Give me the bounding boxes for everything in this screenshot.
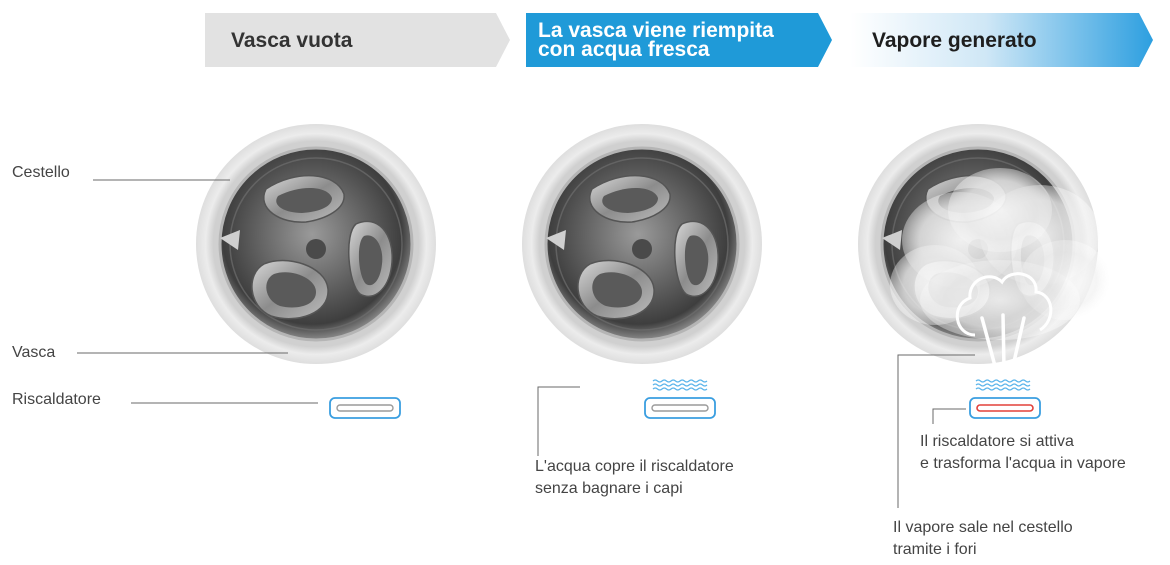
- step-banner-filling: La vasca viene riempita con acqua fresca: [526, 13, 832, 67]
- step-banner-steam: Vapore generato: [850, 13, 1153, 67]
- note-heater-on: Il riscaldatore si attiva e trasforma l'…: [920, 431, 1126, 475]
- leader-line: [537, 386, 580, 456]
- note-line: e trasforma l'acqua in vapore: [920, 455, 1126, 472]
- leader-line: [897, 354, 975, 508]
- note-line: Il vapore sale nel cestello: [893, 519, 1073, 536]
- heater-icon: [644, 397, 716, 419]
- steam-icon: [955, 272, 1053, 370]
- heater-icon: [329, 397, 401, 419]
- banner-arrow-shape: [526, 13, 832, 67]
- washer-filling: [520, 122, 764, 366]
- washer-empty: [194, 122, 438, 366]
- note-line: L'acqua copre il riscaldatore: [535, 458, 734, 475]
- label-heater: Riscaldatore: [12, 391, 101, 408]
- steam-cloud: [890, 168, 1110, 340]
- water-waves-icon: [652, 379, 708, 391]
- step-banner-empty-tub: Vasca vuota: [205, 13, 510, 67]
- water-waves-icon: [975, 379, 1031, 391]
- label-drum: Cestello: [12, 164, 70, 181]
- step-title: Vapore generato: [872, 28, 1037, 52]
- note-line: senza bagnare i capi: [535, 480, 683, 497]
- note-steam: Il vapore sale nel cestello tramite i fo…: [893, 517, 1073, 561]
- step-title: Vasca vuota: [231, 28, 353, 52]
- note-line: Il riscaldatore si attiva: [920, 433, 1074, 450]
- leader-line: [932, 408, 966, 424]
- label-tub: Vasca: [12, 344, 56, 361]
- banner-arrow-shape: [205, 13, 510, 67]
- banner-arrow-shape: [850, 13, 1153, 67]
- step-title: La vasca viene riempita con acqua fresca: [538, 19, 774, 61]
- note-water: L'acqua copre il riscaldatore senza bagn…: [535, 456, 734, 500]
- note-line: tramite i fori: [893, 541, 977, 558]
- heater-active-icon: [969, 397, 1041, 419]
